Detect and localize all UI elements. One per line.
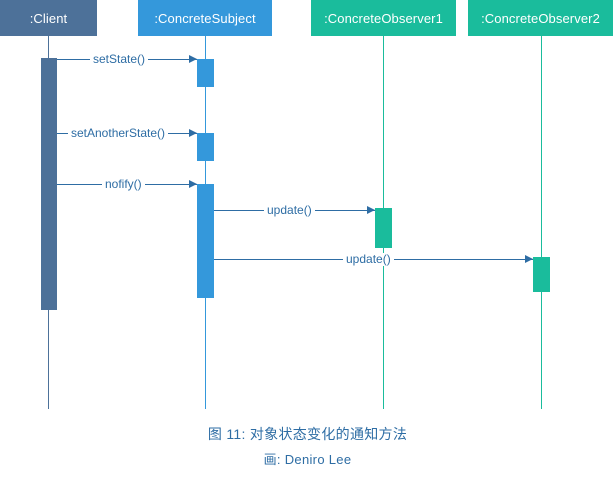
observer1-activation[interactable] — [375, 208, 392, 248]
participant-label: :Client — [29, 10, 68, 26]
msg-setstate-arrowhead — [189, 55, 197, 63]
msg-update-1-label: update() — [264, 204, 315, 217]
participant-header-client[interactable]: :Client — [0, 0, 97, 36]
participant-header-concrete-observer-1[interactable]: :ConcreteObserver1 — [311, 0, 456, 36]
participant-label: :ConcreteObserver2 — [481, 10, 600, 26]
msg-nofify-arrowhead — [189, 180, 197, 188]
caption-title: 图 11: 对象状态变化的通知方法 — [207, 426, 408, 442]
msg-setanotherstate-label: setAnotherState() — [68, 127, 169, 140]
msg-nofify-label: nofify() — [102, 178, 145, 191]
participant-label: :ConcreteObserver1 — [324, 10, 443, 26]
subject-activation-3[interactable] — [197, 184, 214, 298]
msg-update-1-arrowhead — [367, 206, 375, 214]
msg-setstate-label: setState() — [90, 53, 149, 66]
participant-header-concrete-observer-2[interactable]: :ConcreteObserver2 — [468, 0, 613, 36]
lifeline-concrete-observer-2 — [541, 36, 542, 409]
msg-update-2-arrowhead — [525, 255, 533, 263]
participant-header-concrete-subject[interactable]: :ConcreteSubject — [138, 0, 272, 36]
subject-activation-2[interactable] — [197, 133, 214, 161]
msg-update-2-label: update() — [343, 253, 394, 266]
msg-setanotherstate-arrowhead — [189, 129, 197, 137]
subject-activation-1[interactable] — [197, 59, 214, 87]
observer2-activation[interactable] — [533, 257, 550, 292]
client-activation[interactable] — [41, 58, 57, 310]
caption-author: 画: Deniro Lee — [263, 452, 352, 467]
participant-label: :ConcreteSubject — [154, 10, 256, 26]
